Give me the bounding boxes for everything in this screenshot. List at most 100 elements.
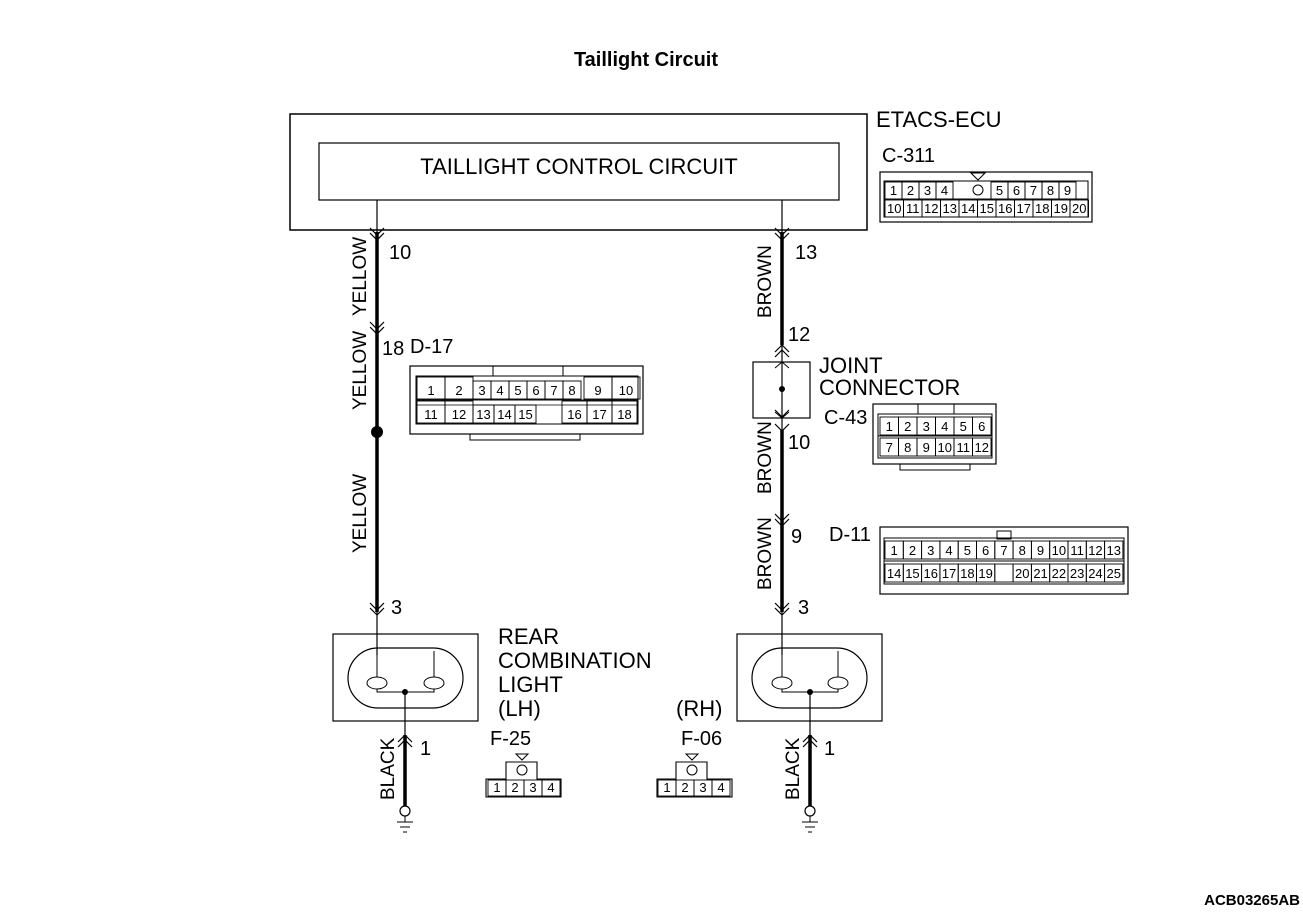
c311-pin-label: 3 <box>924 183 931 198</box>
joint-label-line2: CONNECTOR <box>819 375 960 400</box>
f06-pin-label: 1 <box>663 780 670 795</box>
d17-pin-label: 6 <box>532 383 539 398</box>
right-pin-joint-in: 12 <box>788 324 810 346</box>
d17-pin-label: 7 <box>550 383 557 398</box>
d11-pin-label: 9 <box>1037 543 1044 558</box>
c311-pin-label: 6 <box>1013 183 1020 198</box>
d17-pin-label: 14 <box>497 407 511 422</box>
left-wire-color-2: YELLOW <box>350 331 371 410</box>
d11-pin-label: 16 <box>924 566 938 581</box>
d17-connector-name: D-17 <box>410 336 453 358</box>
d17-pin-label: 8 <box>568 383 575 398</box>
d17-pin-label: 11 <box>424 407 438 422</box>
c311-pin-label: 18 <box>1035 201 1049 216</box>
joint-label-line1: JOINT <box>819 353 883 378</box>
d11-pin-label: 2 <box>909 543 916 558</box>
lamp-label-line2: COMBINATION <box>498 648 652 673</box>
d17-pin-label: 18 <box>617 407 631 422</box>
right-pin-joint-out: 10 <box>788 432 810 454</box>
d17-pin-label: 2 <box>455 383 462 398</box>
d11-pin-label: 10 <box>1052 543 1066 558</box>
c311-pin-cell <box>1069 199 1089 218</box>
f25-pin-label: 3 <box>529 780 536 795</box>
d11-pin-label: 1 <box>891 543 898 558</box>
f25-pin-label: 1 <box>493 780 500 795</box>
left-ground-wire-color: BLACK <box>378 737 399 800</box>
etacs-ecu-box <box>289 113 868 231</box>
left-wire <box>369 200 385 655</box>
c43-pin-cell <box>972 416 992 436</box>
d11-pin-label: 22 <box>1052 566 1066 581</box>
d11-pin-label: 4 <box>945 543 952 558</box>
f06-pin-label: 2 <box>681 780 688 795</box>
d17-pin-label: 10 <box>619 383 633 398</box>
lamp-label-lh: (LH) <box>498 696 541 721</box>
d11-pin-label: 23 <box>1070 566 1084 581</box>
d17-pin-label: 15 <box>518 407 532 422</box>
c311-pin-label: 13 <box>943 201 957 216</box>
c43-pin-label: 12 <box>975 440 989 455</box>
d17-pin-label: 3 <box>478 383 485 398</box>
f06-pin-label: 3 <box>699 780 706 795</box>
c311-pin-label: 12 <box>924 201 938 216</box>
c311-pin-label: 20 <box>1072 201 1086 216</box>
right-pin-d11: 9 <box>791 526 802 548</box>
right-wire <box>774 200 790 655</box>
f06-connector-name: F-06 <box>681 728 722 750</box>
d11-pin-cell <box>1104 540 1124 560</box>
d11-pin-cell <box>1104 563 1124 583</box>
c311-pin-label: 14 <box>961 201 975 216</box>
d17-pin-label: 5 <box>514 383 521 398</box>
f25-pin-label: 4 <box>547 780 554 795</box>
d11-pin-label: 8 <box>1019 543 1026 558</box>
d17-pin-cell <box>514 404 537 424</box>
c311-pin-cell <box>935 181 954 200</box>
d17-pin-label: 13 <box>476 407 490 422</box>
d11-pin-label: 6 <box>982 543 989 558</box>
c43-pin-label: 3 <box>923 419 930 434</box>
c311-pin-label: 5 <box>996 183 1003 198</box>
joint-connector <box>752 361 811 419</box>
right-wire-color-3: BROWN <box>755 517 776 590</box>
right-wire-color-2: BROWN <box>755 421 776 494</box>
left-pin-ecu: 10 <box>389 242 411 264</box>
d11-pin-label: 7 <box>1000 543 1007 558</box>
right-wire-color-1: BROWN <box>755 245 776 318</box>
c311-pin-label: 1 <box>890 183 897 198</box>
right-ground-icon <box>802 805 818 833</box>
left-pin-lamp: 3 <box>391 597 402 619</box>
ecu-name: ETACS-ECU <box>876 107 1002 132</box>
c311-pin-cell <box>1058 181 1077 200</box>
c311-pin-label: 16 <box>998 201 1012 216</box>
diagram-title: Taillight Circuit <box>574 49 718 71</box>
right-ground-wire-color: BLACK <box>783 737 804 800</box>
c43-pin-label: 2 <box>904 419 911 434</box>
left-pin-d17: 18 <box>382 338 404 360</box>
c43-pin-label: 5 <box>960 419 967 434</box>
c43-pin-label: 8 <box>904 440 911 455</box>
rear-combination-light-lh <box>332 633 479 806</box>
left-wire-color-3: YELLOW <box>350 474 371 553</box>
d11-pin-label: 12 <box>1088 543 1102 558</box>
left-ground-icon <box>397 805 413 833</box>
right-pin-ecu: 13 <box>795 242 817 264</box>
d17-pin-cell <box>562 380 582 400</box>
right-pin-ground: 1 <box>824 738 835 760</box>
d17-pin-cell <box>611 400 638 424</box>
d17-pin-label: 12 <box>452 407 466 422</box>
d11-pin-label: 25 <box>1107 566 1121 581</box>
d17-pin-label: 9 <box>594 383 601 398</box>
f25-pin-label: 2 <box>511 780 518 795</box>
d17-pin-label: 1 <box>427 383 434 398</box>
f25-pin-cell <box>541 779 561 797</box>
c311-pin-label: 2 <box>907 183 914 198</box>
lamp-label-line1: REAR <box>498 624 559 649</box>
left-wire-color-1: YELLOW <box>350 237 371 316</box>
right-pin-lamp: 3 <box>798 597 809 619</box>
c311-pin-label: 10 <box>887 201 901 216</box>
